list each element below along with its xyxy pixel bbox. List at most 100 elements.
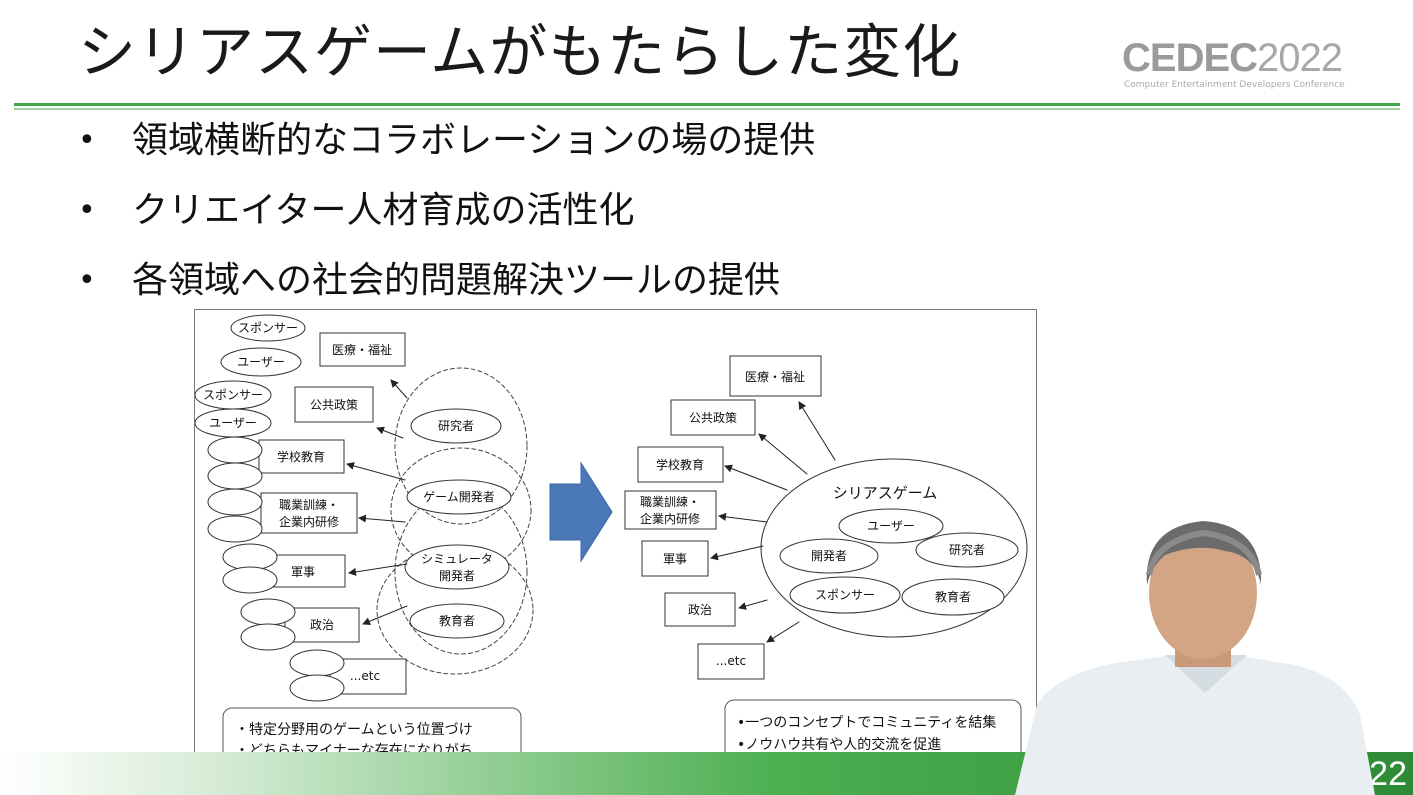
creator-oval xyxy=(406,479,512,515)
bullet-text: クリエイター人材育成の活性化 xyxy=(132,190,635,231)
field-box-label: ...etc xyxy=(716,654,746,668)
creator-oval xyxy=(410,408,502,444)
field-box-label: 企業内研修 xyxy=(640,511,700,526)
field-box-label: 職業訓練・ xyxy=(279,497,339,512)
member-oval xyxy=(915,532,1019,568)
field-box-label: 学校教育 xyxy=(277,449,325,464)
arrow xyxy=(390,379,408,399)
logo-subtitle: Computer Entertainment Developers Confer… xyxy=(1124,80,1345,90)
arrow xyxy=(710,545,764,561)
arrow xyxy=(798,401,836,461)
arrow xyxy=(376,426,404,439)
bullet-item: • クリエイター人材育成の活性化 xyxy=(78,182,815,252)
stakeholder-oval xyxy=(289,649,345,677)
member-label: 研究者 xyxy=(949,542,985,557)
field-box-label: ...etc xyxy=(350,669,380,683)
field-box xyxy=(258,439,345,474)
member-label: 開発者 xyxy=(811,549,847,563)
field-box-label: 公共政策 xyxy=(689,411,737,425)
stakeholder-oval xyxy=(230,314,306,342)
bullet-item: • 領域横断的なコラボレーションの場の提供 xyxy=(78,112,815,182)
stakeholder-label: スポンサー xyxy=(203,388,263,402)
member-label: 教育者 xyxy=(935,589,971,604)
member-oval xyxy=(838,508,944,544)
stakeholder-oval xyxy=(240,598,296,626)
creator-oval xyxy=(409,603,505,639)
arrow xyxy=(724,464,788,491)
transition-arrow xyxy=(549,461,613,563)
field-box-label: 軍事 xyxy=(663,552,687,566)
creator-label: 研究者 xyxy=(438,418,474,433)
speaker-video xyxy=(1015,515,1413,795)
field-box xyxy=(319,332,406,367)
bullet-item: • 各領域への社会的問題解決ツールの提供 xyxy=(78,252,815,322)
title-divider-light xyxy=(14,108,1400,110)
field-box-label: 軍事 xyxy=(291,565,315,579)
right-note-line: •ノウハウ共有や人的交流を促進 xyxy=(737,736,941,753)
creator-cluster-ring xyxy=(376,545,534,675)
field-box xyxy=(637,446,724,483)
arrow xyxy=(348,563,408,576)
arrow xyxy=(346,462,406,481)
right-note-line: •一つのコンセプトでコミュニティを結集 xyxy=(737,714,996,731)
field-box xyxy=(260,492,358,534)
comparison-diagram: 医療・福祉 公共政策 学校教育 職業訓練・ 企業内研修 軍事 政治 ...etc… xyxy=(194,309,1037,779)
stakeholder-oval xyxy=(207,462,263,490)
bullet-dot: • xyxy=(78,263,96,298)
field-box xyxy=(624,490,717,530)
diagram-svg: 医療・福祉 公共政策 学校教育 職業訓練・ 企業内研修 軍事 政治 ...etc… xyxy=(195,314,1028,775)
bullet-text: 領域横断的なコラボレーションの場の提供 xyxy=(132,120,816,161)
member-oval xyxy=(779,538,879,574)
field-box xyxy=(729,355,822,397)
arrow xyxy=(758,433,808,475)
logo-year: 2022 xyxy=(1257,36,1343,80)
field-box-label: 医療・福祉 xyxy=(745,369,805,384)
arrow xyxy=(358,514,406,523)
hub-label: シリアスゲーム xyxy=(833,484,938,502)
creator-cluster-ring xyxy=(394,367,528,525)
arrow xyxy=(738,599,768,610)
field-box xyxy=(697,643,765,680)
cedec-logo: CEDEC2022 Computer Entertainment Develop… xyxy=(1122,36,1352,92)
stakeholder-label: ユーザー xyxy=(209,416,257,430)
arrow xyxy=(718,512,768,523)
field-box xyxy=(641,540,709,577)
field-box-label: 公共政策 xyxy=(310,398,358,412)
member-label: ユーザー xyxy=(867,519,915,533)
stakeholder-oval xyxy=(207,515,263,543)
field-box-label: 政治 xyxy=(310,618,334,632)
slide-title: シリアスゲームがもたらした変化 xyxy=(78,18,962,86)
field-box xyxy=(284,607,360,643)
stakeholder-oval xyxy=(222,543,278,571)
title-divider xyxy=(14,103,1400,106)
bullet-dot: • xyxy=(78,123,96,158)
stakeholder-oval xyxy=(207,436,263,464)
bullet-dot: • xyxy=(78,193,96,228)
stakeholder-label: ユーザー xyxy=(237,355,285,369)
field-box xyxy=(294,386,374,423)
field-box xyxy=(664,592,736,627)
stakeholder-oval xyxy=(207,488,263,516)
left-note-line: ・特定分野用のゲームという位置づけ xyxy=(235,722,473,738)
stakeholder-oval xyxy=(240,623,296,651)
bullet-text: 各領域への社会的問題解決ツールの提供 xyxy=(132,260,781,301)
creator-label: ゲーム開発者 xyxy=(423,490,495,504)
field-box-label: 職業訓練・ xyxy=(640,494,700,509)
field-box-label: 政治 xyxy=(688,603,712,617)
creator-label: 教育者 xyxy=(439,613,475,628)
stakeholder-oval xyxy=(222,566,278,594)
creator-cluster-ring xyxy=(394,489,528,655)
field-box-label: 医療・福祉 xyxy=(332,342,392,357)
logo-brand: CEDEC xyxy=(1122,36,1258,80)
speaker-silhouette xyxy=(1015,521,1375,795)
stakeholder-oval xyxy=(289,674,345,702)
stakeholder-label: スポンサー xyxy=(238,321,298,335)
logo-wordmark: CEDEC2022 xyxy=(1122,36,1352,80)
member-oval xyxy=(901,578,1005,616)
field-box-label: 企業内研修 xyxy=(279,514,339,529)
creator-label: シミュレータ xyxy=(421,552,493,566)
field-box-label: 学校教育 xyxy=(656,457,704,472)
stakeholder-oval xyxy=(220,347,302,377)
arrow xyxy=(362,605,408,626)
creator-label: 開発者 xyxy=(439,569,475,583)
